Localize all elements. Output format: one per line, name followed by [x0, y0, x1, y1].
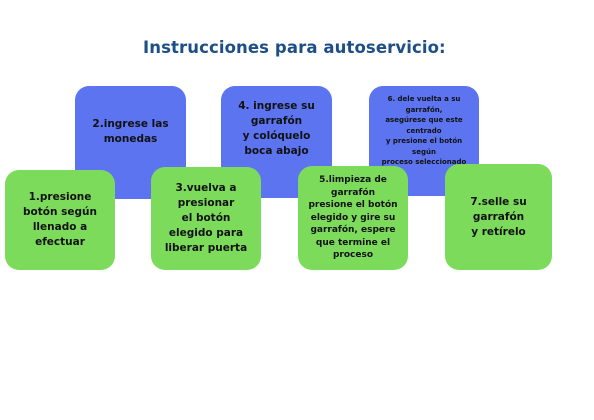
- step-1-box: 1.presione botón según llenado a efectua…: [5, 170, 115, 270]
- step-3-box: 3.vuelva a presionar el botón elegido pa…: [151, 167, 261, 270]
- page-title: Instrucciones para autoservicio:: [143, 38, 446, 57]
- step-5-box: 5.limpieza de garrafón presione el botón…: [298, 166, 408, 270]
- step-7-box: 7.selle su garrafón y retírelo: [445, 164, 552, 270]
